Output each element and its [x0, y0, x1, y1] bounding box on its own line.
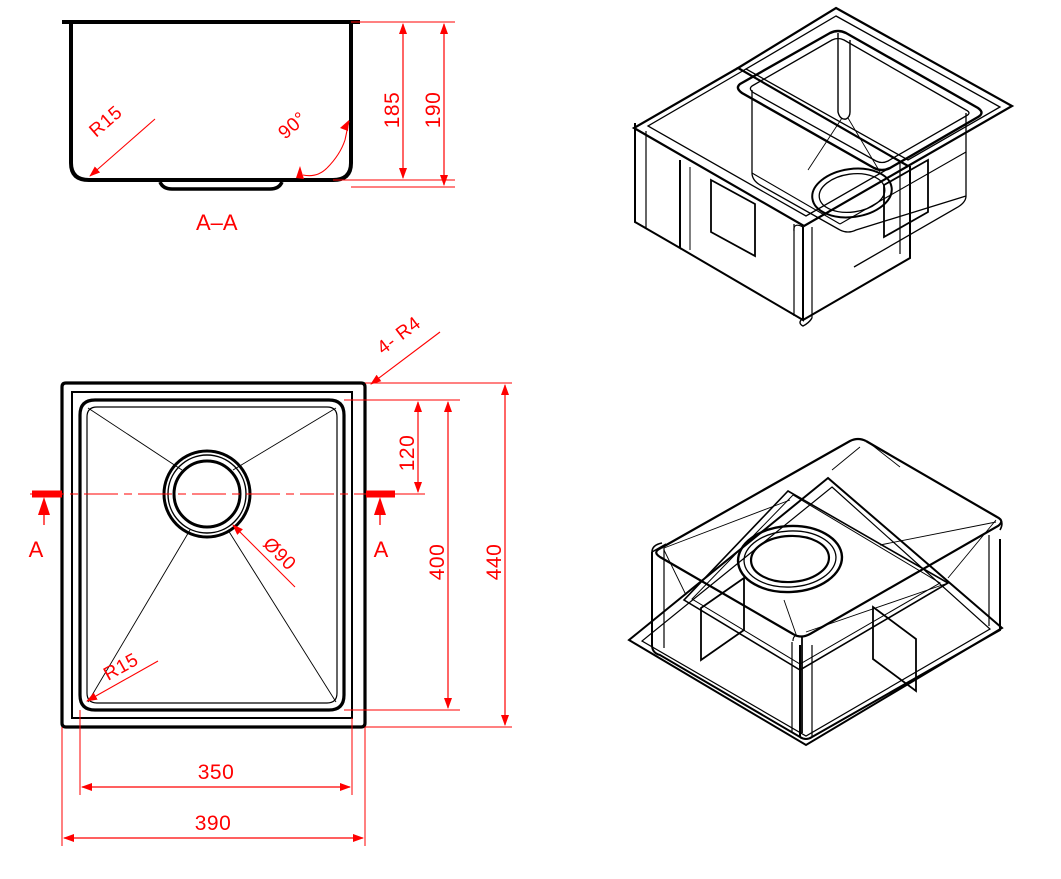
- plan-outer-rim: [60, 381, 367, 729]
- dim-400: 400: [426, 401, 452, 709]
- section-r15-annotation: R15: [86, 102, 156, 177]
- section-mark-left: A: [29, 490, 62, 562]
- plan-4r4-label: 4- R4: [373, 313, 425, 359]
- section-mark-right: A: [366, 490, 395, 562]
- section-r15-label: R15: [86, 102, 127, 142]
- drain-inner-circle: [172, 459, 242, 529]
- dim-120: 120: [396, 401, 422, 493]
- dim-390-label: 390: [195, 812, 232, 835]
- plan-dia90-annotation: Ø90: [232, 524, 300, 588]
- dim-190: 190: [422, 23, 448, 186]
- dim-440: 440: [483, 384, 509, 726]
- dim-440-label: 440: [483, 544, 506, 581]
- section-mark-left-label: A: [29, 537, 44, 562]
- section-right-wall: [332, 22, 353, 182]
- plan-bowl-opening: [78, 398, 346, 712]
- section-view-aa: R15 90° 185 190 A–A: [62, 20, 455, 235]
- section-angle-label: 90°: [275, 108, 312, 144]
- dim-185-label: 185: [381, 92, 404, 129]
- section-mark-right-label: A: [374, 537, 389, 562]
- plan-r15-label: R15: [100, 649, 142, 685]
- dim-190-label: 190: [422, 92, 445, 129]
- plan-dia90-label: Ø90: [258, 534, 299, 575]
- isometric-top-view: [631, 6, 1015, 327]
- plan-r15-annotation: R15: [86, 649, 159, 702]
- dim-400-label: 400: [426, 544, 449, 581]
- dim-350-label: 350: [198, 761, 235, 784]
- plan-bowl-base: [86, 406, 338, 704]
- plan-view: A A 4- R4 R15 Ø90: [29, 313, 512, 846]
- dim-350: 350: [81, 761, 351, 791]
- section-drain-depression: [158, 181, 284, 191]
- section-left-wall: [69, 22, 90, 182]
- isometric-bottom-view: [627, 437, 1004, 747]
- section-angle-annotation: 90°: [275, 108, 350, 179]
- plan-fold-lines: [87, 407, 337, 703]
- dim-185: 185: [381, 23, 407, 179]
- dim-390: 390: [63, 812, 364, 842]
- dim-120-label: 120: [396, 435, 419, 472]
- plan-4r4-annotation: 4- R4: [370, 313, 441, 385]
- section-title: A–A: [196, 210, 238, 235]
